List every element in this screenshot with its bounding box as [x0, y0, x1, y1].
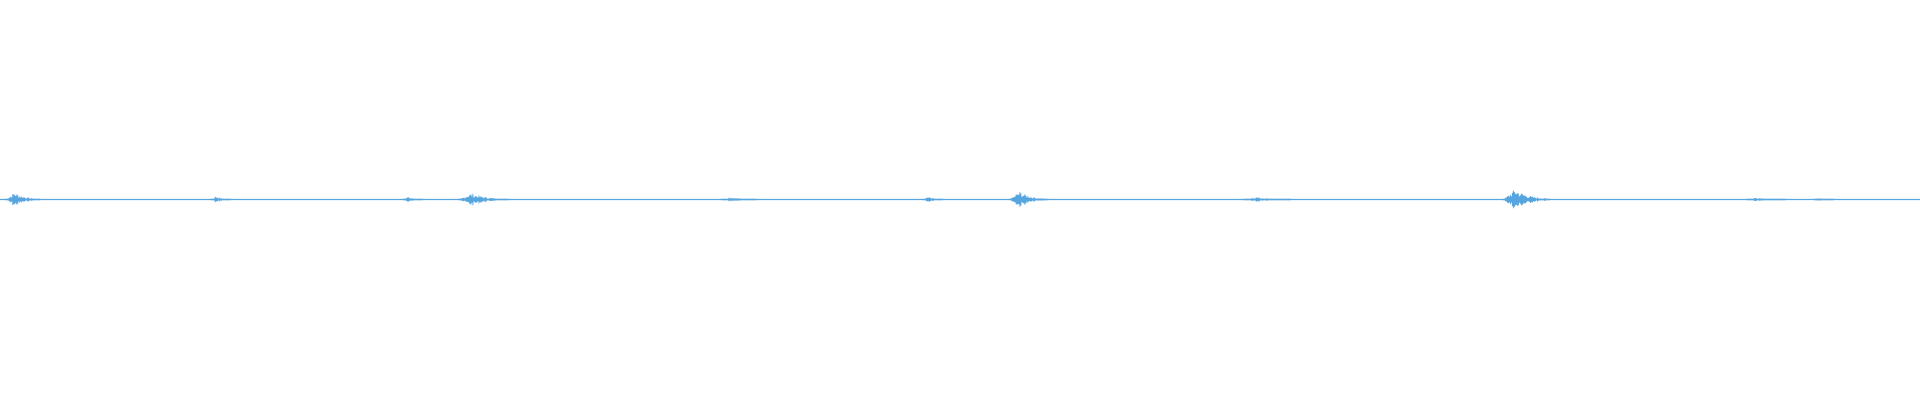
waveform-burst: [923, 197, 943, 202]
waveform-burst: [1813, 198, 1834, 201]
waveform-burst-path: [458, 193, 509, 206]
waveform-burst: [721, 197, 757, 202]
waveform-burst-path: [210, 196, 231, 203]
waveform-burst-path: [923, 197, 943, 202]
waveform-burst-path: [1502, 190, 1550, 209]
waveform-burst: [402, 197, 423, 202]
waveform-burst: [210, 196, 231, 203]
waveform-burst-path: [1813, 198, 1834, 201]
waveform-burst-path: [402, 197, 423, 202]
waveform-burst: [1746, 198, 1786, 201]
waveform-bursts: [5, 190, 1834, 209]
waveform-burst: [458, 193, 509, 206]
waveform-burst: [5, 194, 41, 205]
waveform-burst: [1502, 190, 1550, 209]
waveform-burst-path: [1746, 198, 1786, 201]
waveform-burst: [1009, 192, 1049, 207]
waveform-burst: [1243, 197, 1291, 202]
waveform-burst-path: [1243, 197, 1291, 202]
waveform-burst-path: [1009, 192, 1049, 207]
waveform-burst-path: [5, 194, 41, 205]
waveform-burst-path: [721, 197, 757, 202]
